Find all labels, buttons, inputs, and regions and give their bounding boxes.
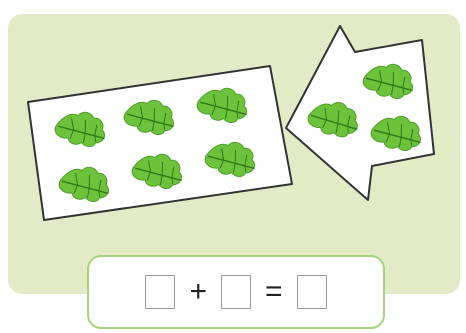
- plus-sign: +: [189, 275, 207, 309]
- equals-sign: =: [265, 275, 283, 309]
- equation-box: + =: [87, 255, 385, 329]
- answer-blank-2[interactable]: [221, 275, 251, 309]
- answer-blank-3[interactable]: [297, 275, 327, 309]
- arrow-card: [286, 26, 434, 200]
- left-card: [28, 66, 292, 220]
- answer-blank-1[interactable]: [145, 275, 175, 309]
